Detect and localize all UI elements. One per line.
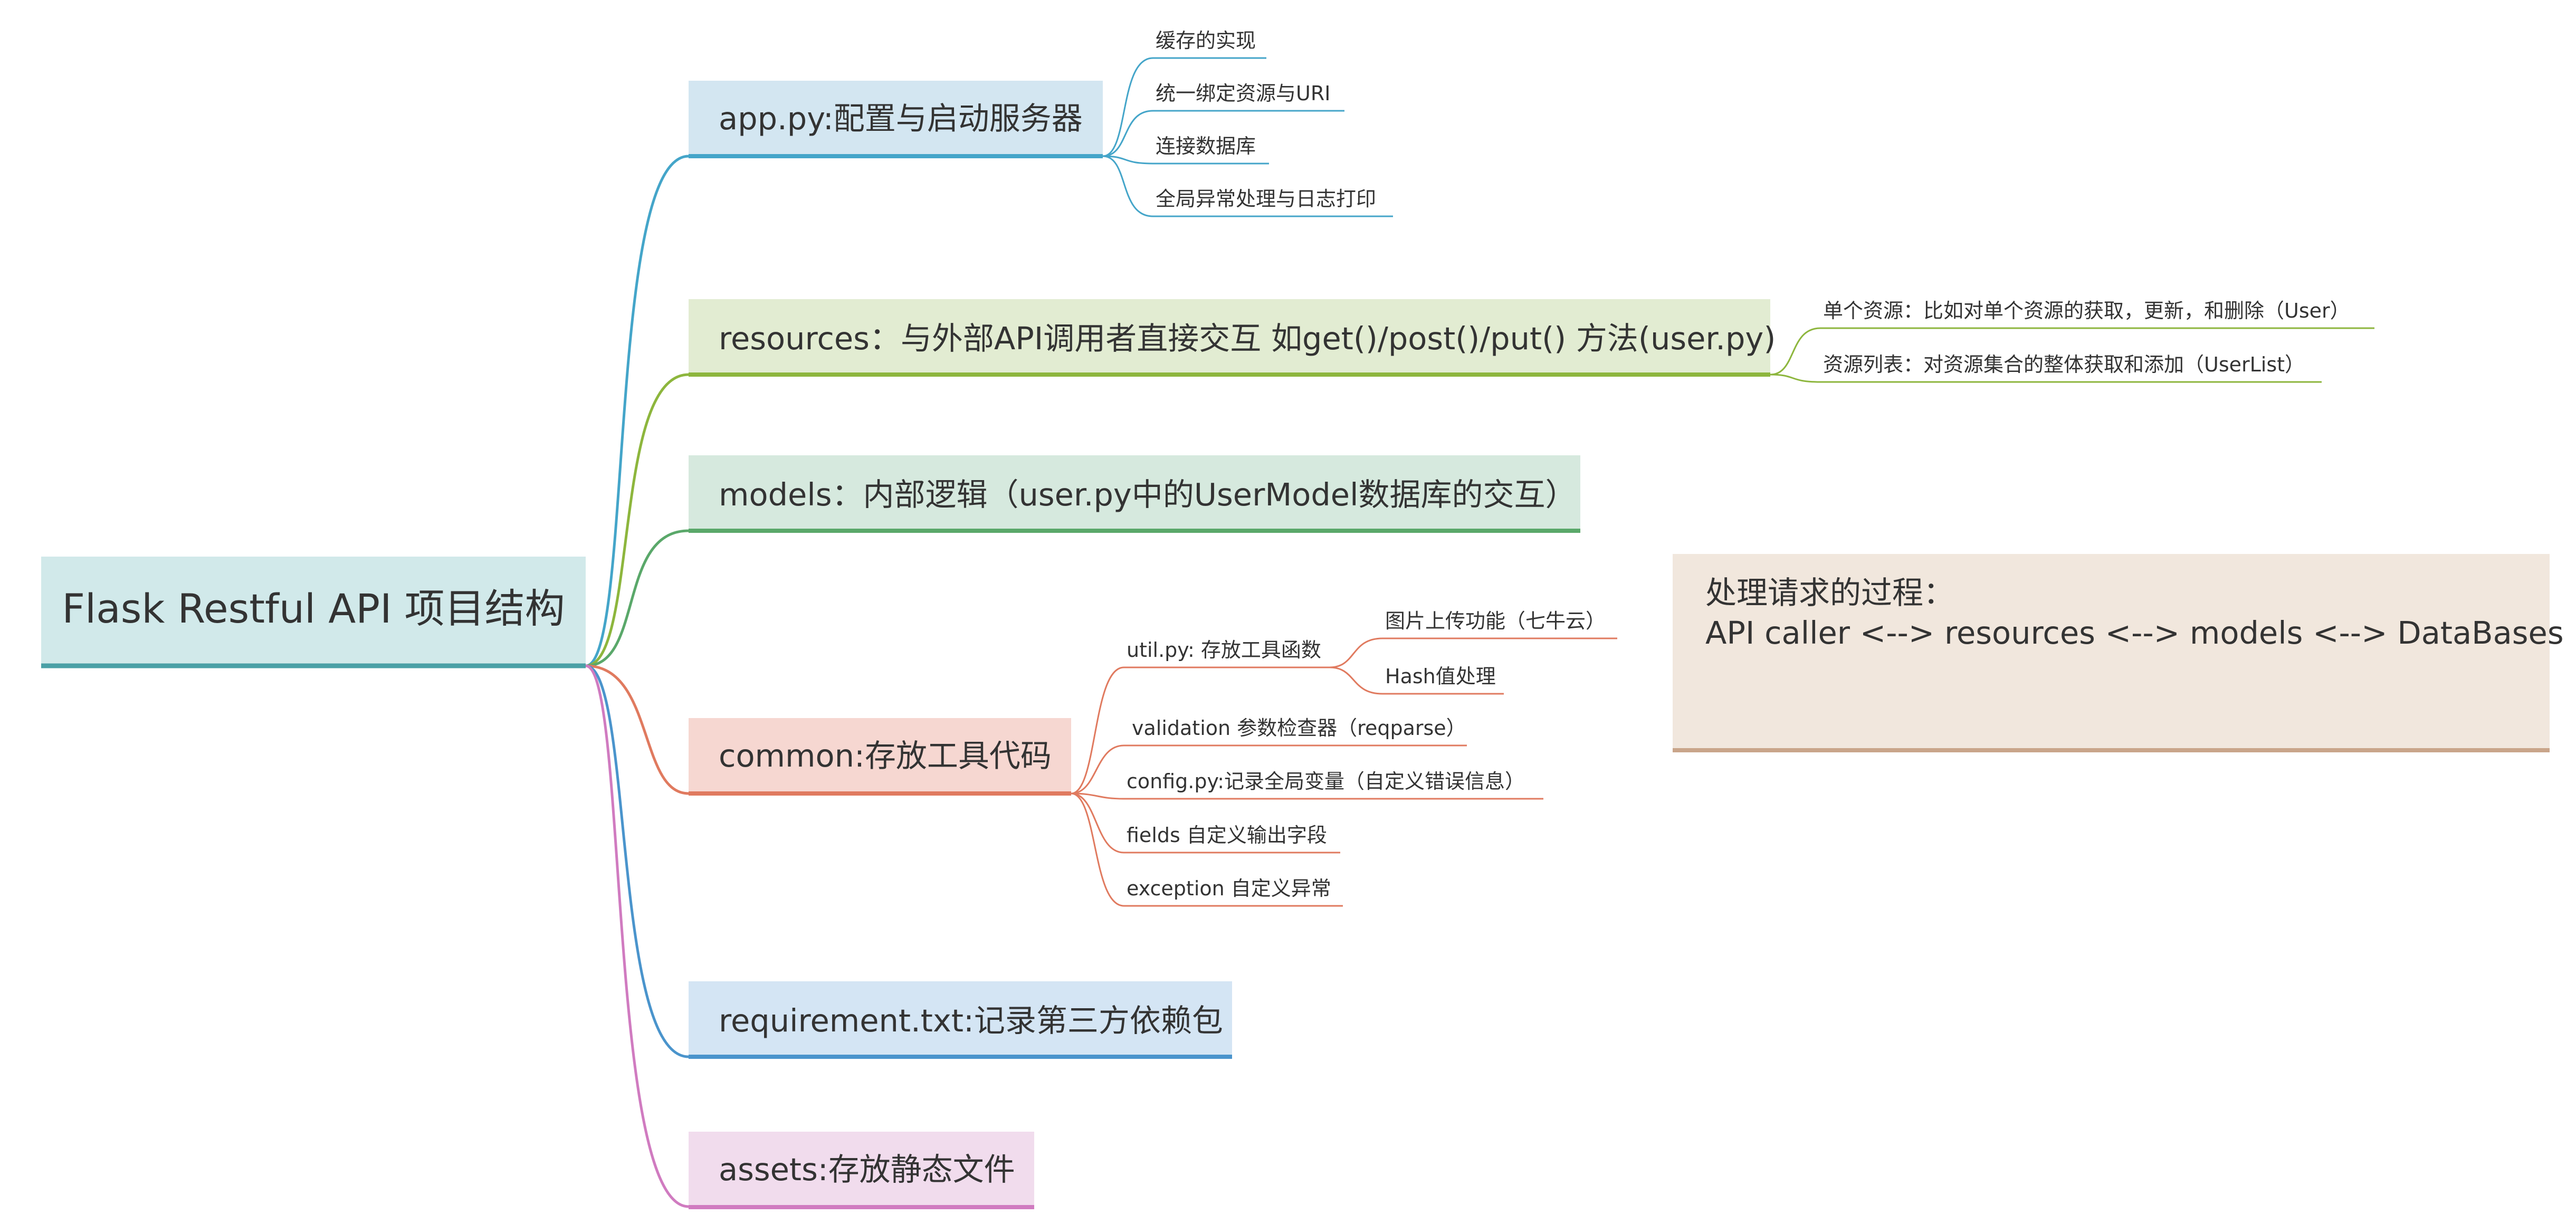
util-child-hash[interactable]: Hash值处理	[1385, 665, 1496, 688]
common-child-validation[interactable]: validation 参数检查器（reqparse）	[1132, 716, 1466, 740]
branch-resources[interactable]: resources：与外部API调用者直接交互 如get()/post()/pu…	[689, 299, 1776, 377]
root-links	[585, 155, 689, 1208]
link-resources	[585, 373, 689, 667]
branch-app-box	[689, 81, 1103, 156]
floating-note-box	[1673, 554, 2550, 750]
branch-models-label: models：内部逻辑（user.py中的UserModel数据库的交互）	[719, 476, 1576, 513]
app-child-exception-log[interactable]: 全局异常处理与日志打印	[1156, 187, 1376, 211]
link-assets	[585, 664, 689, 1208]
branch-assets[interactable]: assets:存放静态文件	[689, 1132, 1034, 1209]
common-child-config[interactable]: config.py:记录全局变量（自定义错误信息）	[1127, 770, 1525, 793]
branch-common[interactable]: common:存放工具代码	[689, 718, 1071, 796]
branch-models[interactable]: models：内部逻辑（user.py中的UserModel数据库的交互）	[689, 455, 1580, 533]
branch-requirement-label: requirement.txt:记录第三方依赖包	[719, 1002, 1223, 1039]
branch-assets-label: assets:存放静态文件	[719, 1151, 1015, 1188]
branch-requirement[interactable]: requirement.txt:记录第三方依赖包	[689, 981, 1232, 1059]
floating-note-flow: API caller <--> resources <--> models <-…	[1705, 615, 2564, 651]
resources-child-list[interactable]: 资源列表：对资源集合的整体获取和添加（UserList）	[1823, 353, 2305, 376]
branch-models-box	[689, 455, 1580, 531]
branch-resources-box	[689, 299, 1770, 375]
branch-common-box	[689, 718, 1071, 793]
util-child-upload[interactable]: 图片上传功能（七牛云）	[1385, 609, 1606, 633]
link-models	[585, 529, 689, 667]
branch-app[interactable]: app.py:配置与启动服务器	[689, 81, 1103, 158]
link-app	[585, 155, 689, 667]
app-subtopics	[1102, 57, 1393, 217]
common-child-fields[interactable]: fields 自定义输出字段	[1127, 824, 1327, 847]
floating-note[interactable]: 处理请求的过程： API caller <--> resources <--> …	[1673, 554, 2564, 752]
root-node-label: Flask Restful API 项目结构	[62, 585, 565, 632]
branch-resources-label: resources：与外部API调用者直接交互 如get()/post()/pu…	[719, 320, 1776, 357]
root-node-box	[41, 557, 586, 666]
link-requirement	[585, 664, 689, 1058]
app-child-cache[interactable]: 缓存的实现	[1156, 29, 1256, 52]
branch-app-label: app.py:配置与启动服务器	[719, 100, 1083, 137]
resources-child-single[interactable]: 单个资源：比如对单个资源的获取，更新，和删除（User）	[1823, 299, 2350, 322]
app-child-bind-uri[interactable]: 统一绑定资源与URI	[1156, 82, 1330, 105]
resources-subtopics	[1770, 327, 2374, 383]
branch-assets-box	[689, 1132, 1034, 1207]
app-child-db[interactable]: 连接数据库	[1156, 135, 1256, 158]
common-child-util[interactable]: util.py: 存放工具函数	[1127, 638, 1321, 662]
common-child-exception[interactable]: exception 自定义异常	[1127, 877, 1331, 900]
link-common	[585, 664, 689, 795]
root-node[interactable]: Flask Restful API 项目结构	[41, 557, 586, 668]
common-subtopics	[1071, 637, 1617, 907]
floating-note-title: 处理请求的过程：	[1705, 575, 1954, 611]
branch-requirement-box	[689, 981, 1232, 1057]
branch-common-label: common:存放工具代码	[719, 738, 1052, 774]
